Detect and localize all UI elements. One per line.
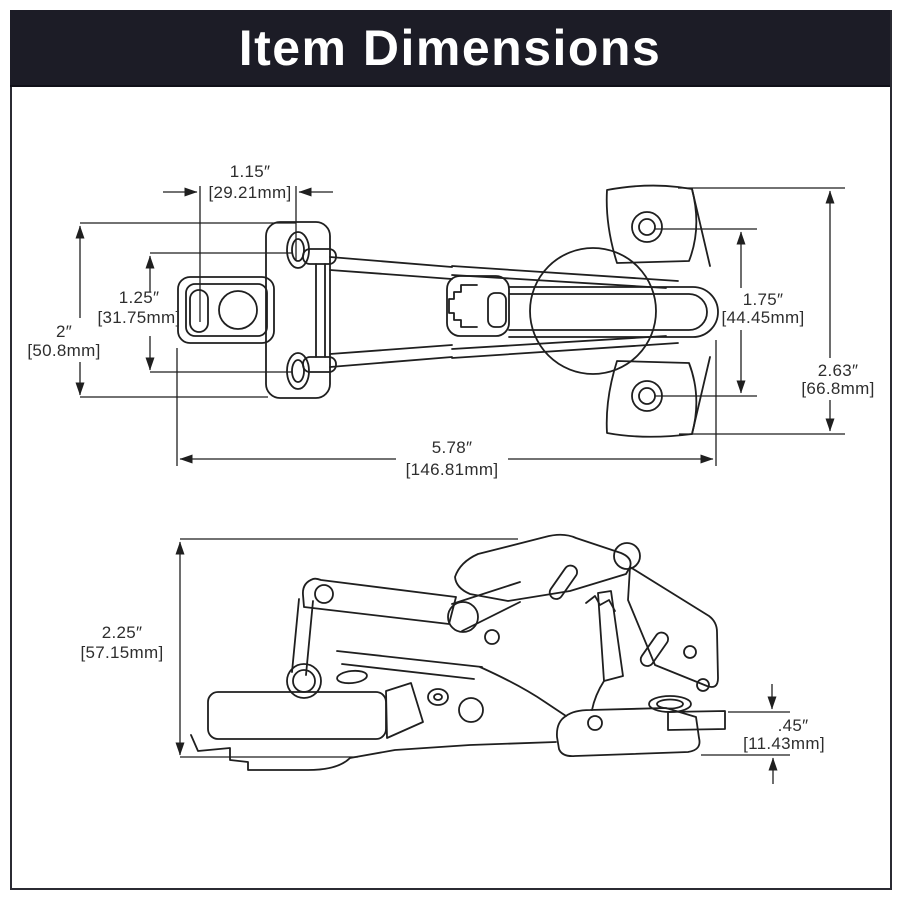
page-title: Item Dimensions [238, 19, 662, 76]
sheet-border [10, 10, 892, 890]
title-banner: Item Dimensions [10, 10, 890, 87]
